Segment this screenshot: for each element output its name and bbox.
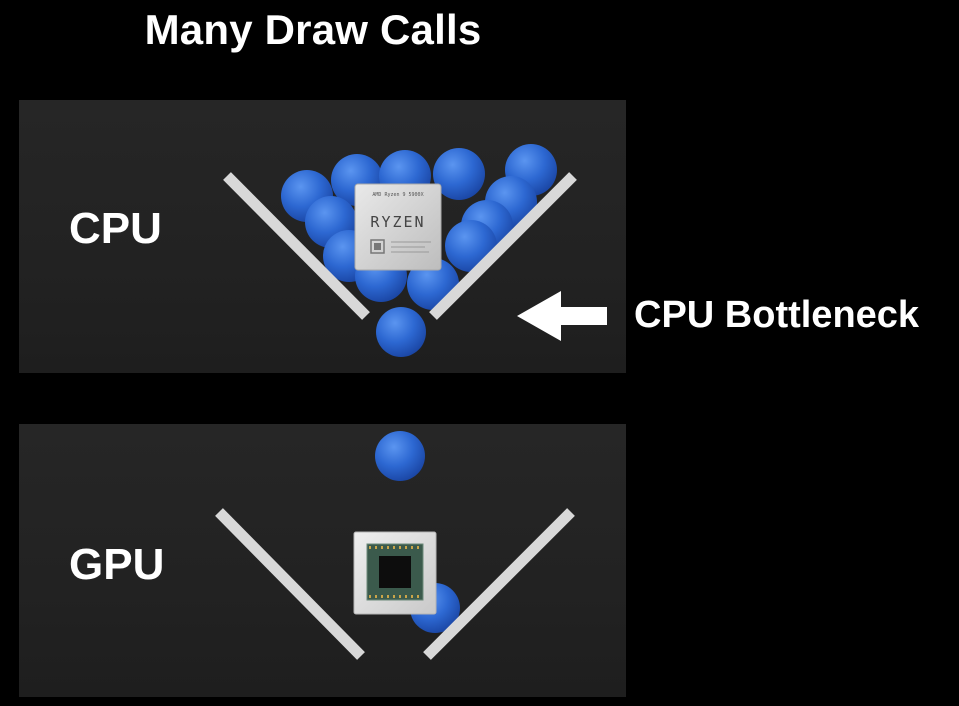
cpu-label: CPU xyxy=(69,204,162,253)
left-arrow-icon xyxy=(517,291,607,341)
funnel xyxy=(223,172,577,320)
cpu-bottleneck-callout: CPU Bottleneck xyxy=(517,288,957,344)
gpu-panel: GPU xyxy=(19,424,626,697)
cpu-funnel-illustration: AMD Ryzen 9 5900X RYZEN xyxy=(223,144,577,357)
cpu-chip: AMD Ryzen 9 5900X RYZEN xyxy=(354,183,442,271)
callout-text: CPU Bottleneck xyxy=(634,294,920,336)
gpu-label: GPU xyxy=(69,540,165,589)
gpu-chip xyxy=(353,531,437,615)
cpu-panel: CPU xyxy=(19,100,626,373)
gpu-funnel-illustration xyxy=(215,431,575,660)
svg-text:AMD Ryzen 9 5900X: AMD Ryzen 9 5900X xyxy=(372,192,423,198)
falling-ball xyxy=(376,307,426,357)
funnel xyxy=(215,508,575,660)
svg-text:RYZEN: RYZEN xyxy=(370,213,425,231)
draw-call-balls xyxy=(281,144,557,357)
slide-title: Many Draw Calls xyxy=(144,6,482,53)
falling-ball xyxy=(375,431,425,481)
